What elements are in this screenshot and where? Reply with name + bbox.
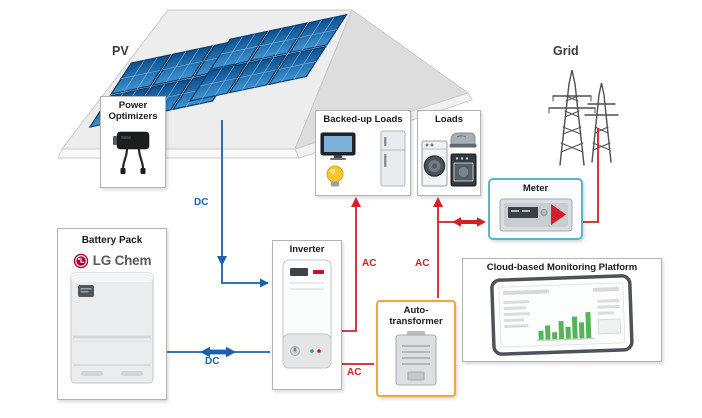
lightbulb-icon	[326, 165, 344, 187]
loads-box: Loads	[417, 110, 481, 196]
backed-up-loads-box: Backed-up Loads	[315, 110, 411, 196]
lg-chem-brand: LG Chem	[58, 253, 166, 269]
dc-label-battery-inverter: DC	[205, 356, 220, 367]
loads-title: Loads	[435, 114, 463, 125]
dc-line-battery-inverter	[167, 346, 270, 358]
inverter-icon	[282, 259, 332, 369]
tablet-icon	[485, 272, 640, 364]
dc-line-pv-to-inverter	[217, 120, 269, 288]
power-optimizer-icon	[113, 131, 150, 174]
fridge-icon	[380, 130, 406, 187]
monitoring-dashboard-icon	[490, 274, 634, 356]
cloud-monitoring-title: Cloud-based Monitoring Platform	[486, 262, 638, 273]
washer-icon	[421, 140, 448, 187]
inverter-title: Inverter	[289, 244, 325, 255]
cloud-monitoring-box: Cloud-based Monitoring Platform	[462, 258, 662, 362]
ac-label-transformer-loads: AC	[415, 258, 430, 269]
battery-pack-box: Battery Pack LG Chem	[57, 228, 167, 400]
inverter-box: Inverter	[272, 240, 342, 390]
dc-label-pv-inverter: DC	[194, 197, 209, 208]
meter-box: Meter	[488, 178, 583, 240]
ac-label-inverter-backup: AC	[362, 258, 377, 269]
oven-icon	[450, 153, 477, 187]
ac-line-transformer-to-loads	[433, 197, 443, 298]
power-optimizers-box: Power Optimizers	[100, 96, 166, 188]
auto-transformer-box: Auto-transformer	[376, 300, 456, 397]
backup-appliances-icon	[320, 130, 406, 187]
green-bar-chart-icon	[538, 311, 592, 340]
power-optimizers-title: Power Optimizers	[108, 100, 158, 122]
iron-icon	[449, 132, 477, 148]
ac-line-inverter-to-backup-loads	[342, 197, 361, 332]
ac-line-meter-to-grid	[582, 128, 599, 223]
ac-line-loads-to-meter	[438, 217, 486, 227]
lg-chem-brand-text: LG Chem	[92, 253, 152, 268]
loads-appliances-icon	[421, 132, 477, 187]
auto-transformer-title: Auto-transformer	[389, 305, 443, 327]
grid-label: Grid	[553, 44, 579, 58]
backed-up-loads-title: Backed-up Loads	[323, 114, 403, 125]
ac-label-inverter-transformer: AC	[347, 367, 362, 378]
battery-icon	[70, 272, 154, 383]
battery-pack-title: Battery Pack	[81, 235, 143, 246]
pv-label: PV	[112, 44, 129, 58]
lg-logo-icon	[73, 253, 88, 268]
meter-icon	[499, 198, 572, 232]
meter-title: Meter	[522, 183, 549, 194]
tv-icon	[320, 132, 356, 160]
transmission-towers-icon	[548, 69, 619, 166]
transformer-icon	[395, 330, 437, 386]
